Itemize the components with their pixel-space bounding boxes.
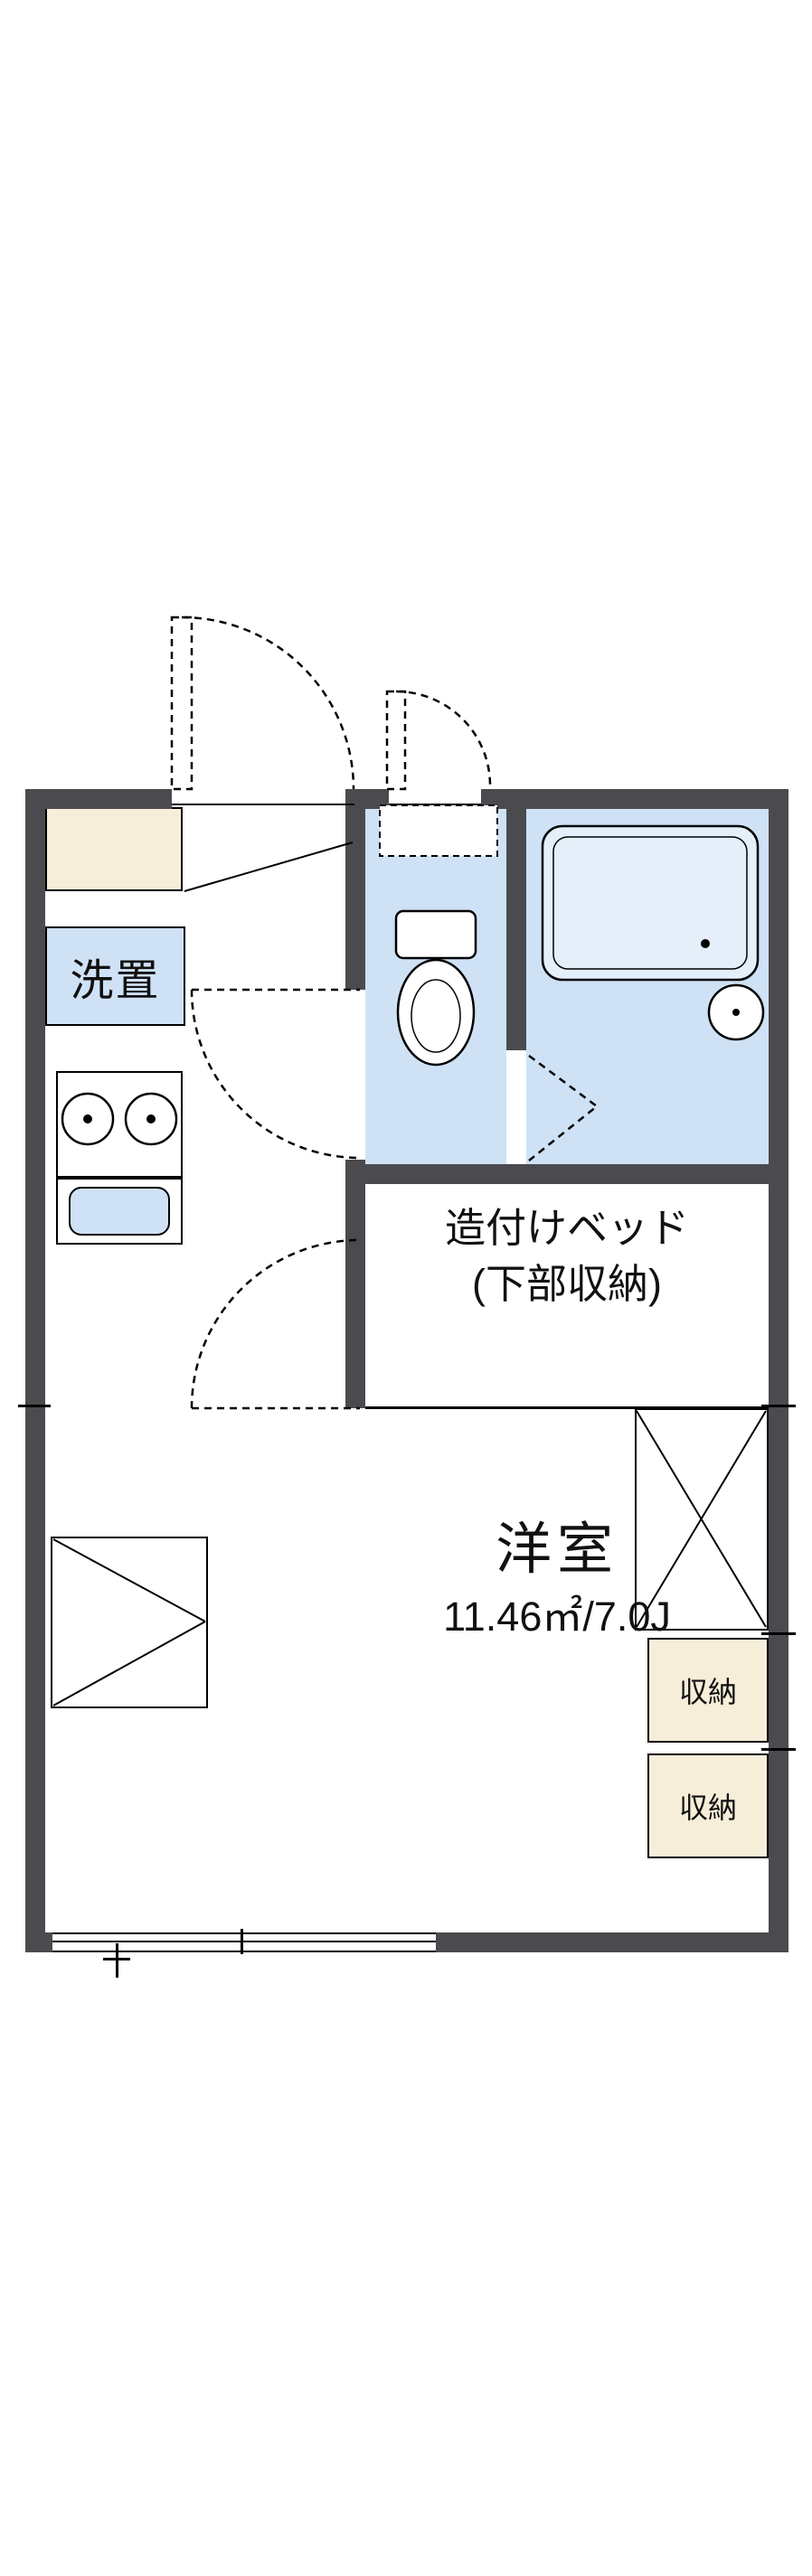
laundry-space (45, 926, 185, 1026)
wall-tick-right-2 (761, 1632, 796, 1635)
storage2-label: 収納 (678, 1791, 737, 1824)
wall-bottom-2 (436, 1932, 788, 1952)
toilet-room-floor (365, 809, 506, 1164)
room-name-label: 洋室 (495, 1518, 618, 1581)
wall-tick-left (18, 1405, 51, 1407)
shoe-cabinet (45, 807, 183, 891)
entry-threshold-line (172, 804, 354, 805)
bed-bottom-line (365, 1406, 769, 1409)
wall-bedroom-left (345, 1184, 365, 1408)
wall-top-3 (481, 789, 788, 809)
service-door-swing-icon (385, 690, 492, 791)
window-bottom (52, 1932, 436, 1952)
wall-top-1 (25, 789, 172, 809)
wall-right (769, 789, 788, 1952)
storage-box-1 (647, 1638, 769, 1743)
entry-door-swing-icon (170, 616, 355, 791)
stove-unit (56, 1071, 183, 1178)
bathroom-floor (526, 809, 769, 1164)
window-mark-horizontal (103, 1958, 130, 1960)
toilet-door-swing-icon (190, 988, 361, 1160)
window-middle-line (52, 1941, 436, 1942)
storage-box-2 (647, 1753, 769, 1858)
wall-left (25, 789, 45, 1952)
storage1-label: 収納 (678, 1676, 737, 1708)
room-door-swing-icon (190, 1238, 361, 1410)
corner-box (51, 1537, 208, 1708)
wall-tick-right-3 (761, 1748, 796, 1751)
wall-bottom-1 (25, 1932, 52, 1952)
wall-corridor-toilet-upper (345, 789, 365, 990)
window-mark-vertical (116, 1943, 118, 1978)
wall-mid-horizontal (345, 1164, 788, 1184)
service-threshold-line (389, 804, 481, 805)
wall-toilet-bath (506, 789, 526, 1050)
bed-label-line1: 造付けベッド (444, 1204, 689, 1251)
laundry-label: 洗置 (70, 957, 161, 1005)
wall-tick-right-1 (761, 1405, 796, 1407)
room-area-label: 11.46㎡/7.0J (443, 1593, 671, 1640)
entry-step-line (184, 841, 354, 892)
window-center-tick (241, 1929, 243, 1954)
sink-basin (69, 1187, 170, 1236)
bed-label-line2: (下部収納) (472, 1260, 662, 1307)
